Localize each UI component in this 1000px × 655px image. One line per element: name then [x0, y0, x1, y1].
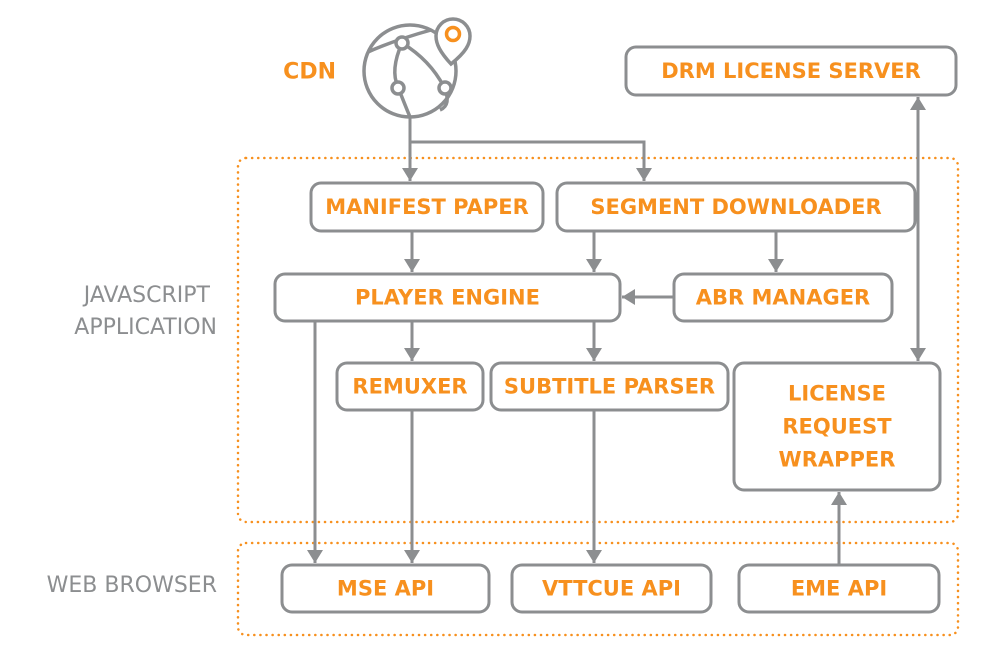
edge-subtitle-parser-to-vttcue-api	[586, 410, 602, 563]
edge-player-engine-to-remuxer	[404, 321, 420, 361]
node-label: SEGMENT DOWNLOADER	[590, 195, 881, 219]
edge-player-engine-to-subtitle-parser	[586, 321, 602, 361]
node-label: PLAYER ENGINE	[355, 286, 540, 310]
node-box	[672, 272, 894, 323]
arrowhead-icon	[402, 168, 418, 181]
arrowhead-icon	[404, 259, 420, 272]
node-box	[273, 272, 622, 323]
arrowhead-icon	[910, 348, 926, 361]
node-label: EME API	[791, 577, 887, 601]
edge-manifest-paper-to-player-engine	[404, 231, 420, 272]
arrowhead-icon	[622, 289, 635, 305]
group-label-line: APPLICATION	[74, 315, 217, 340]
edge-segment-downloader-to-abr-manager	[768, 231, 784, 272]
node-label: REQUEST	[782, 415, 892, 439]
node-box	[510, 563, 713, 614]
node-label: MSE API	[337, 577, 434, 601]
node-drm-license-server[interactable]: DRM LICENSE SERVER	[624, 45, 958, 97]
edge-cdn-to-segment-downloader	[410, 140, 652, 181]
node-box	[555, 181, 917, 233]
node-vttcue-api[interactable]: VTTCUE API	[510, 563, 713, 614]
node-label: REMUXER	[352, 375, 467, 399]
group-javascript-application	[236, 156, 960, 524]
edges	[307, 97, 926, 565]
nodes: DRM LICENSE SERVER MANIFEST PAPER SEGMENT …	[273, 45, 958, 614]
node-label: SUBTITLE PARSER	[504, 375, 715, 399]
edge-abr-manager-to-player-engine	[622, 289, 674, 305]
node-segment-downloader[interactable]: SEGMENT DOWNLOADER	[555, 181, 917, 233]
node-mse-api[interactable]: MSE API	[280, 563, 491, 614]
node-box	[335, 361, 485, 412]
edge-player-engine-to-mse-api	[307, 321, 323, 563]
edge-segment-downloader-to-player-engine	[586, 231, 602, 272]
node-box	[732, 361, 942, 492]
edge-eme-api-to-license-request-wrapper	[831, 492, 847, 565]
edge-remuxer-to-mse-api	[404, 410, 420, 563]
arrowhead-icon	[404, 550, 420, 563]
node-label: DRM LICENSE SERVER	[661, 59, 921, 83]
node-subtitle-parser[interactable]: SUBTITLE PARSER	[489, 361, 730, 412]
arrowhead-icon	[307, 550, 323, 563]
node-player-engine[interactable]: PLAYER ENGINE	[273, 272, 622, 323]
arrowhead-icon	[586, 348, 602, 361]
arrowhead-icon	[586, 259, 602, 272]
node-label: LICENSE	[788, 382, 886, 406]
cdn-node[interactable]: CDN	[283, 17, 472, 119]
arrowhead-icon	[636, 168, 652, 181]
group-label-line: WEB BROWSER	[47, 573, 217, 598]
edge-cdn-to-manifest-paper	[402, 117, 418, 181]
node-label: WRAPPER	[779, 448, 896, 472]
cdn-label: CDN	[283, 60, 336, 85]
node-eme-api[interactable]: EME API	[737, 563, 941, 614]
node-manifest-paper[interactable]: MANIFEST PAPER	[309, 181, 545, 233]
node-box	[624, 45, 958, 97]
node-abr-manager[interactable]: ABR MANAGER	[672, 272, 894, 323]
arrowhead-icon	[910, 97, 926, 110]
group-label-web-browser: WEB BROWSER	[47, 573, 217, 598]
globe-network-pin-icon	[362, 17, 472, 119]
node-label: MANIFEST PAPER	[325, 195, 529, 219]
group-label-line: JAVASCRIPT	[82, 283, 211, 308]
arrowhead-icon	[768, 259, 784, 272]
node-box	[737, 563, 941, 614]
node-license-request-wrapper[interactable]: LICENSE REQUEST WRAPPER	[732, 361, 942, 492]
node-label: VTTCUE API	[542, 577, 681, 601]
node-box	[309, 181, 545, 233]
node-box	[280, 563, 491, 614]
edge-line	[410, 140, 646, 181]
node-remuxer[interactable]: REMUXER	[335, 361, 485, 412]
node-label: ABR MANAGER	[696, 286, 870, 310]
group-label-javascript-application: JAVASCRIPT APPLICATION	[74, 283, 217, 340]
arrowhead-icon	[586, 550, 602, 563]
node-box	[489, 361, 730, 412]
arrowhead-icon	[404, 348, 420, 361]
arrowhead-icon	[831, 492, 847, 505]
edge-license-request-wrapper-to-drm-license-server	[910, 97, 926, 361]
